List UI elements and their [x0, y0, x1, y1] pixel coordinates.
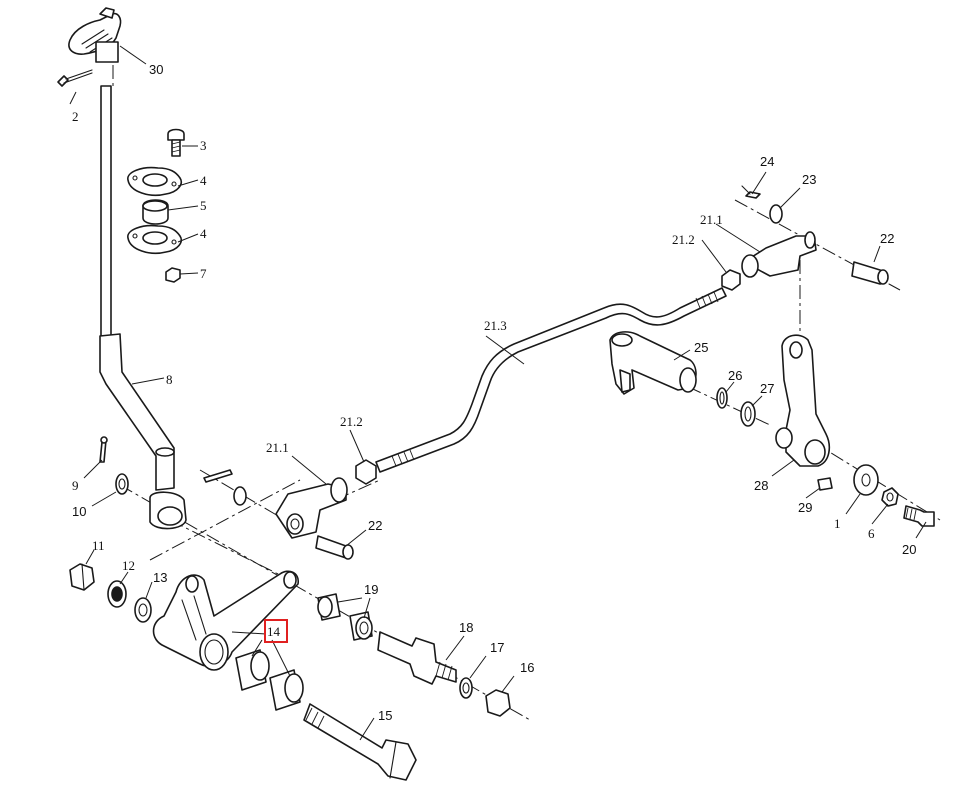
callout-11: 11 [92, 538, 105, 553]
rod-end-top-parts [721, 185, 889, 291]
callout-20: 20 [902, 542, 916, 557]
callout-27: 27 [760, 381, 774, 396]
circlip-nut-bottom [459, 677, 511, 717]
stud-bolt-part [377, 631, 457, 685]
callout-6: 6 [868, 526, 875, 541]
bottom-left-hardware [69, 563, 152, 623]
callout-28: 28 [754, 478, 768, 493]
callout-30: 30 [149, 62, 163, 77]
small-screw-part [57, 69, 93, 87]
callout-17: 17 [490, 640, 504, 655]
callout-21-1-bottom: 21.1 [266, 440, 289, 455]
long-bolt-part [303, 703, 417, 781]
handle-knob-part [68, 7, 122, 63]
callout-22-top: 22 [880, 231, 894, 246]
callout-25: 25 [694, 340, 708, 355]
callout-16: 16 [520, 660, 534, 675]
bushings [235, 593, 373, 711]
callout-22-bottom: 22 [368, 518, 382, 533]
callout-4-upper: 4 [200, 173, 207, 188]
callout-13: 13 [153, 570, 167, 585]
callout-21-1-top: 21.1 [700, 212, 723, 227]
callout-labels: 30 2 3 4 5 4 7 8 9 10 11 12 13 14 15 16 … [72, 62, 916, 723]
callout-12: 12 [122, 558, 135, 573]
lower-right-hardware [817, 464, 935, 527]
callout-4-lower: 4 [200, 226, 207, 241]
callout-24: 24 [760, 154, 774, 169]
pedal-bracket-part [152, 570, 299, 671]
callout-26: 26 [728, 368, 742, 383]
callout-3: 3 [200, 138, 207, 153]
callout-15: 15 [378, 708, 392, 723]
callout-19: 19 [364, 582, 378, 597]
callout-29: 29 [798, 500, 812, 515]
callout-21-2-top: 21.2 [672, 232, 695, 247]
callout-8: 8 [166, 372, 173, 387]
connecting-rod-part [375, 287, 727, 473]
callout-10: 10 [72, 504, 86, 519]
callout-9: 9 [72, 478, 79, 493]
shift-lever-rod-part [99, 85, 187, 530]
rod-end-bottom-parts [203, 459, 377, 560]
callout-21-3: 21.3 [484, 318, 507, 333]
cotter-pin-washer-left [99, 436, 129, 495]
callout-5: 5 [200, 198, 207, 213]
callout-1: 1 [834, 516, 841, 531]
callout-23: 23 [802, 172, 816, 187]
callout-14: 14 [267, 624, 281, 639]
lever-arm-part [775, 334, 831, 467]
leader-lines [69, 45, 927, 741]
callout-7: 7 [200, 266, 207, 281]
selector-shaft-part [609, 331, 697, 395]
callout-18: 18 [459, 620, 473, 635]
boot-assembly-parts [127, 128, 185, 283]
circlips-right [716, 387, 756, 427]
callout-21-2-bottom: 21.2 [340, 414, 363, 429]
callout-2: 2 [72, 109, 79, 124]
callout-14-highlight [264, 619, 288, 643]
